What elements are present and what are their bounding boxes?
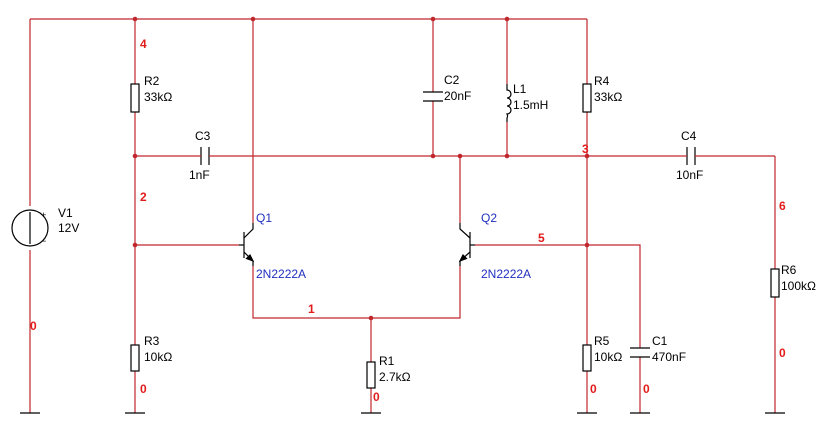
r5-value: 10kΩ [594, 350, 622, 364]
c3-name: C3 [195, 129, 211, 143]
resistor-r2: R2 33kΩ [130, 74, 172, 113]
transistor-q1: Q1 2N2222A [239, 211, 306, 281]
c3-value: 1nF [189, 168, 210, 182]
l1-name: L1 [513, 82, 527, 96]
node-label-3: 3 [582, 142, 589, 156]
c4-name: C4 [681, 129, 697, 143]
v1-name: V1 [58, 206, 73, 220]
resistor-r5: R5 10kΩ [582, 334, 622, 372]
node-label-0-r6: 0 [779, 346, 786, 360]
capacitor-c4: C4 10nF [676, 129, 703, 182]
node-label-5: 5 [538, 231, 545, 245]
c2-value: 20nF [444, 89, 471, 103]
node-labels: 4 2 0 0 1 0 3 5 0 0 6 0 [30, 37, 786, 404]
q2-model: 2N2222A [481, 267, 531, 281]
resistor-r3: R3 10kΩ [130, 334, 172, 372]
r3-name: R3 [144, 334, 160, 348]
node-label-0-r3: 0 [140, 382, 147, 396]
node-label-0-r5: 0 [590, 382, 597, 396]
r2-value: 33kΩ [144, 90, 172, 104]
capacitor-c3: C3 1nF [189, 129, 213, 182]
v1-plus-sign: + [41, 210, 46, 220]
node-label-1: 1 [308, 302, 315, 316]
l1-value: 1.5mH [513, 98, 548, 112]
v1-voltage-source: + − V1 12V [11, 206, 79, 247]
r1-name: R1 [379, 354, 395, 368]
junctions [132, 16, 590, 321]
v1-value: 12V [58, 221, 79, 235]
capacitor-c1: C1 470nF [630, 334, 686, 364]
resistor-r1: R1 2.7kΩ [366, 354, 411, 389]
q1-model: 2N2222A [256, 267, 306, 281]
transistor-q2: Q2 2N2222A [458, 211, 531, 281]
c4-value: 10nF [676, 168, 703, 182]
r1-value: 2.7kΩ [379, 370, 411, 384]
inductor-l1: L1 1.5mH [505, 82, 548, 122]
r6-name: R6 [781, 263, 797, 277]
node-label-0-v1: 0 [30, 319, 37, 333]
node-label-0-r1: 0 [373, 390, 380, 404]
wires [29, 18, 776, 413]
node-label-4: 4 [140, 37, 147, 51]
capacitor-c2: C2 20nF [423, 73, 471, 103]
resistor-r6: R6 100kΩ [770, 263, 816, 298]
r2-name: R2 [144, 74, 160, 88]
q2-name: Q2 [481, 211, 497, 225]
r4-value: 33kΩ [594, 90, 622, 104]
c1-name: C1 [652, 334, 668, 348]
q1-name: Q1 [256, 211, 272, 225]
resistor-r4: R4 33kΩ [582, 74, 622, 113]
node-label-0-c1: 0 [643, 382, 650, 396]
c2-name: C2 [444, 73, 460, 87]
v1-minus-sign: − [41, 236, 46, 246]
r6-value: 100kΩ [781, 279, 816, 293]
r5-name: R5 [594, 334, 610, 348]
r4-name: R4 [594, 74, 610, 88]
c1-value: 470nF [652, 350, 686, 364]
node-label-2: 2 [140, 190, 147, 204]
r3-value: 10kΩ [144, 350, 172, 364]
node-label-6: 6 [779, 199, 786, 213]
